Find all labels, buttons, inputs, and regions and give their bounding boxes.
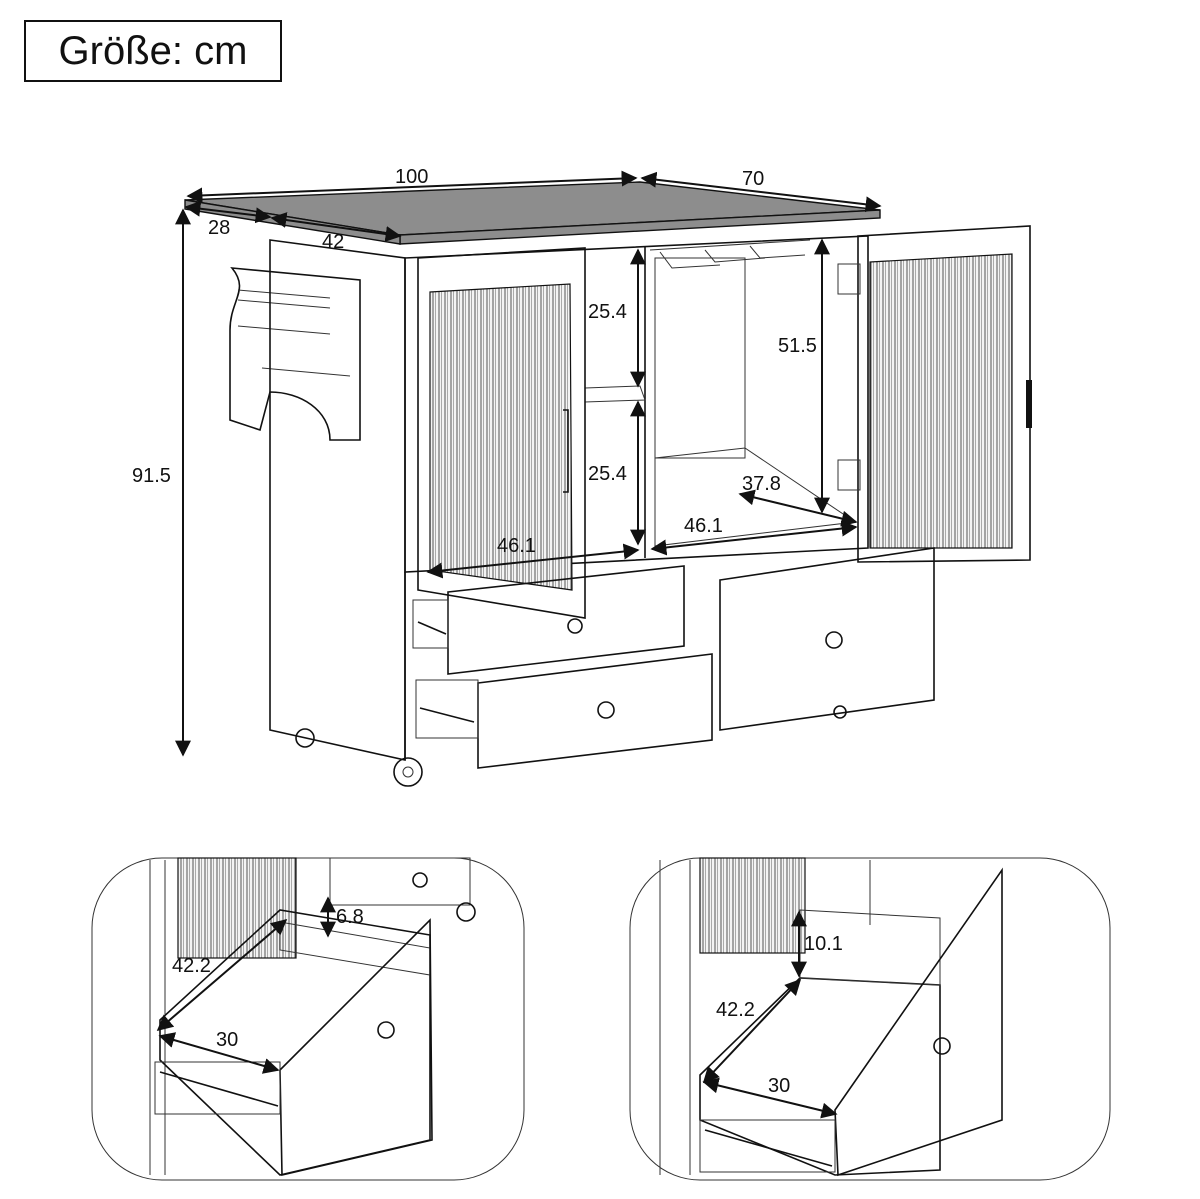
detail-left-wheel	[456, 902, 476, 922]
dim-line-detail-left-depth	[156, 918, 288, 1032]
unit-label-box: Größe: cm	[24, 20, 282, 82]
label-detail-right-width: 30	[768, 1075, 790, 1097]
left-door-handle[interactable]	[563, 409, 569, 493]
label-detail-left-height: 6.8	[336, 906, 364, 928]
detail-left-upper-knob	[412, 872, 428, 888]
wine-glass-rack	[649, 239, 811, 269]
label-right-width: 46.1	[684, 515, 723, 537]
detail-left-upper-drawer	[329, 857, 471, 906]
detail-right-slide-rail	[704, 1129, 833, 1167]
slide-rail-2	[419, 707, 475, 723]
drawer-left-bottom-knob[interactable]	[597, 701, 615, 719]
detail-left-door-glass	[177, 857, 297, 959]
drawer-left-bottom[interactable]	[477, 653, 713, 769]
right-door-glass	[869, 253, 1013, 549]
label-side-shelf: 28	[208, 217, 230, 239]
rack-bar-2	[237, 299, 331, 309]
towel-bar	[261, 367, 351, 377]
dim-line-left-width	[426, 543, 640, 579]
dim-line-right-width	[650, 520, 858, 556]
left-shelf	[584, 385, 646, 403]
caster-wheels	[295, 705, 847, 787]
label-shelf-lower: 25.4	[588, 463, 627, 485]
rack-bar-1	[237, 289, 331, 299]
label-left-width: 46.1	[497, 535, 536, 557]
dim-line-detail-right-width	[702, 1077, 838, 1119]
detail-right: 10.1 42.2 30	[629, 857, 1111, 1181]
spice-rack	[229, 267, 361, 441]
drawer-right[interactable]	[719, 547, 935, 731]
label-total-width: 100	[395, 166, 428, 188]
drawer-left-bottom-side	[415, 679, 479, 739]
detail-left: 6.8 42.2 30	[91, 857, 525, 1181]
dim-line-cabinet-left	[270, 212, 402, 242]
dim-line-right-depth	[738, 489, 858, 527]
drawer-right-knob[interactable]	[825, 631, 843, 649]
unit-label: Größe: cm	[58, 28, 248, 73]
dim-line-depth	[640, 171, 882, 213]
label-depth: 70	[742, 168, 764, 190]
left-door[interactable]	[417, 247, 586, 619]
right-door-knob[interactable]	[1026, 380, 1032, 428]
label-height: 91.5	[132, 465, 171, 487]
countertop	[184, 181, 881, 236]
label-detail-left-width: 30	[216, 1029, 238, 1051]
label-detail-right-height: 10.1	[804, 933, 843, 955]
hinge-upper	[837, 263, 861, 295]
label-right-depth: 37.8	[742, 473, 781, 495]
rack-shelf	[237, 325, 331, 335]
label-right-height: 51.5	[778, 335, 817, 357]
detail-left-drawer-front	[279, 918, 433, 1177]
detail-left-drawer-knob	[377, 1021, 395, 1039]
drawer-left-top-knob[interactable]	[567, 618, 583, 634]
label-detail-left-depth: 42.2	[172, 955, 211, 977]
detail-left-slide-rail	[159, 1071, 279, 1107]
detail-left-frame	[91, 857, 525, 1181]
detail-right-frame	[629, 857, 1111, 1181]
dim-line-detail-right-depth	[702, 978, 802, 1084]
label-shelf-upper: 25.4	[588, 301, 627, 323]
cabinet-front	[404, 235, 869, 573]
detail-right-drawer-knob	[933, 1037, 951, 1055]
right-interior-back	[654, 257, 746, 459]
dim-line-detail-left-width	[158, 1032, 280, 1074]
left-door-glass	[429, 283, 573, 591]
dim-line-side-shelf	[184, 200, 272, 224]
detail-right-slide	[699, 1119, 836, 1173]
detail-right-door-glass	[699, 857, 806, 954]
main-view: 100 70 28 42 91.5 25.4 25.4 51.5 37.8 46…	[132, 166, 1032, 787]
hinge-lower	[837, 459, 861, 491]
label-detail-right-depth: 42.2	[716, 999, 755, 1021]
detail-left-drawer-back	[279, 921, 431, 976]
detail-right-drawer-front	[834, 867, 1003, 1177]
label-cabinet-left: 42	[322, 231, 344, 253]
dim-line-total-width	[186, 170, 638, 204]
slide-rail-1	[417, 621, 447, 635]
drawer-left-top-side	[412, 599, 449, 649]
cabinet-side	[269, 239, 406, 761]
right-door[interactable]	[857, 225, 1031, 563]
